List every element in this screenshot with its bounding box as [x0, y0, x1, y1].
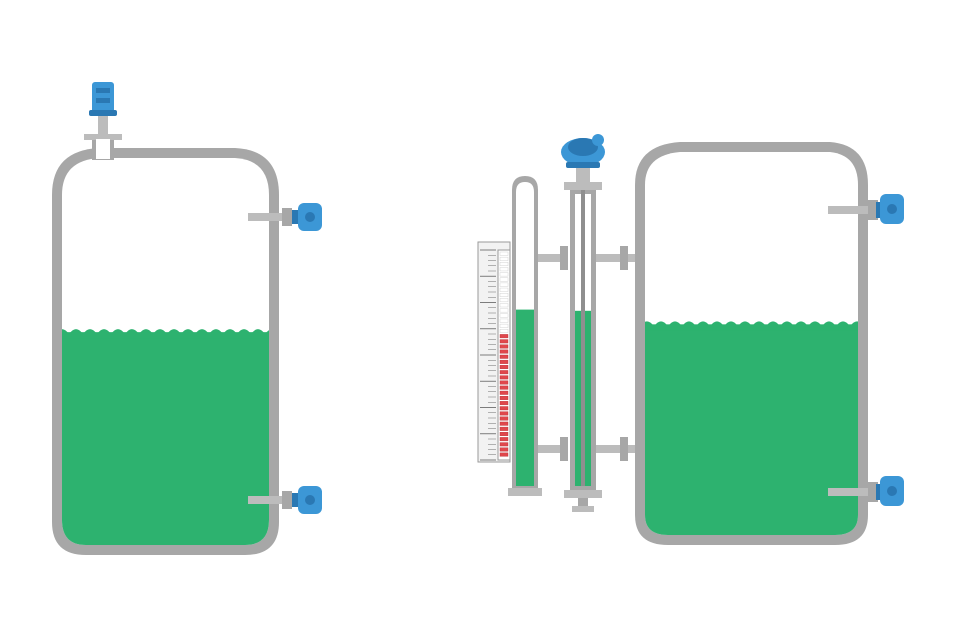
gauge-indicator-flaps — [499, 251, 509, 457]
indicator-flap — [499, 447, 509, 452]
indicator-flap — [499, 298, 509, 303]
left-tank-liquid-surface — [62, 329, 269, 339]
indicator-flap — [499, 365, 509, 369]
indicator-flap — [499, 287, 509, 292]
indicator-flap — [499, 359, 509, 364]
magnetic-level-gauge — [477, 176, 568, 496]
indicator-flap — [499, 334, 509, 339]
level-switch-icon — [828, 194, 904, 224]
indicator-flap — [499, 354, 509, 359]
left-tank-nozzle-bore — [96, 139, 110, 159]
level-switch-icon — [248, 203, 322, 231]
gauge-bottom-flange — [508, 488, 542, 496]
indicator-flap — [499, 370, 509, 375]
indicator-flap — [499, 421, 509, 426]
indicator-flap — [499, 406, 509, 411]
bypass-chamber — [561, 134, 646, 512]
indicator-flap — [499, 323, 509, 328]
chamber-probe — [581, 190, 585, 486]
indicator-flap — [499, 416, 509, 421]
right-tank-liquid — [645, 324, 858, 535]
indicator-flap — [499, 293, 509, 297]
indicator-flap — [499, 251, 509, 256]
indicator-flap — [499, 313, 509, 318]
gauge-upper-connection — [538, 246, 568, 270]
gauge-lower-connection — [538, 437, 568, 461]
level-switch-icon — [248, 486, 322, 514]
indicator-flap — [499, 329, 509, 333]
indicator-flap — [499, 267, 509, 272]
gauge-tube-liquid — [516, 309, 534, 486]
indicator-flap — [499, 339, 509, 344]
left-tank — [52, 82, 322, 555]
indicator-flap — [499, 349, 509, 354]
indicator-flap — [499, 344, 509, 349]
indicator-flap — [499, 303, 509, 308]
indicator-flap — [499, 318, 509, 323]
indicator-flap — [499, 385, 509, 390]
gauge-scale-ticks — [480, 249, 496, 461]
indicator-flap — [499, 375, 509, 380]
indicator-flap — [499, 282, 509, 287]
indicator-flap — [499, 256, 509, 261]
level-switch-icon — [828, 476, 904, 506]
chamber-bottom-flange — [564, 490, 602, 498]
indicator-flap — [499, 262, 509, 266]
indicator-flap — [499, 426, 509, 431]
indicator-flap — [499, 401, 509, 406]
indicator-flap — [499, 452, 509, 457]
indicator-flap — [499, 277, 509, 282]
indicator-flap — [499, 437, 509, 442]
left-tank-nozzle-flange — [84, 134, 122, 140]
indicator-flap — [499, 396, 509, 400]
indicator-flap — [499, 380, 509, 385]
indicator-flap — [499, 411, 509, 416]
chamber-top-flange — [564, 182, 602, 190]
indicator-flap — [499, 390, 509, 395]
indicator-flap — [499, 308, 509, 313]
right-tank — [635, 142, 904, 545]
chamber-drain — [578, 498, 588, 508]
chamber-drain-cap — [572, 506, 594, 512]
indicator-flap — [499, 442, 509, 447]
transmitter-head-icon — [561, 134, 605, 182]
indicator-flap — [499, 432, 509, 436]
indicator-flap — [499, 272, 509, 277]
right-tank-liquid-surface — [645, 321, 858, 331]
radar-transmitter-icon — [89, 82, 117, 135]
left-tank-liquid — [62, 332, 269, 545]
